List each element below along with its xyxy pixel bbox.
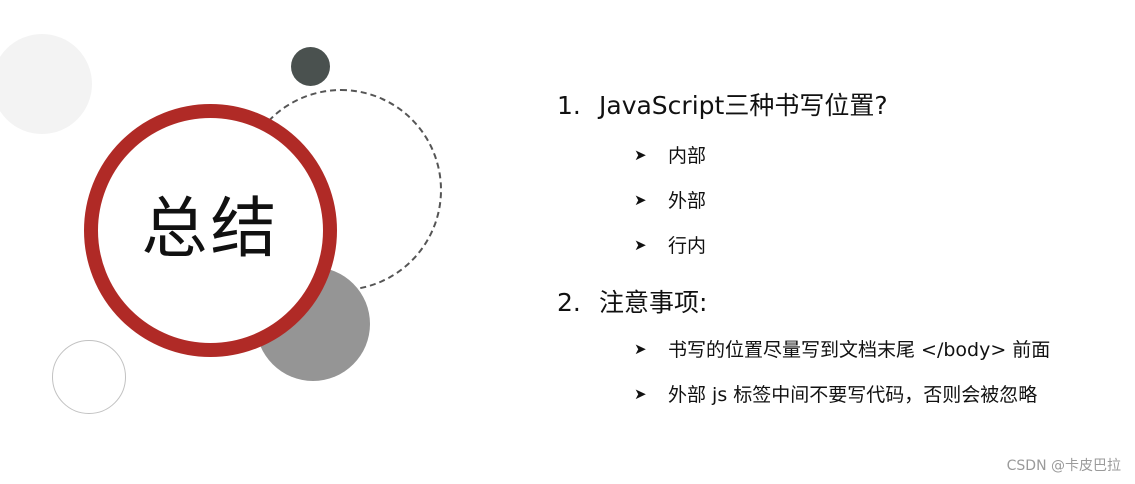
list-item-text: 书写的位置尽量写到文档末尾 </body> 前面 <box>668 339 1051 361</box>
list-item-text: 外部 <box>668 190 707 212</box>
section-heading-text: 注意事项: <box>599 288 708 317</box>
list-item: ➤ 内部 <box>634 141 706 168</box>
section-number: 2. <box>557 288 581 317</box>
list-item: ➤ 书写的位置尽量写到文档末尾 </body> 前面 <box>634 335 1050 362</box>
dark-dot-decoration <box>291 47 330 86</box>
list-item: ➤ 外部 js 标签中间不要写代码，否则会被忽略 <box>634 380 1037 407</box>
slide-title: 总结 <box>141 189 280 267</box>
arrowhead-bullet-icon: ➤ <box>634 145 647 164</box>
arrowhead-bullet-icon: ➤ <box>634 235 647 254</box>
arrowhead-bullet-icon: ➤ <box>634 384 647 403</box>
watermark: CSDN @卡皮巴拉 <box>1006 458 1121 474</box>
list-item-text: 外部 js 标签中间不要写代码，否则会被忽略 <box>668 384 1038 406</box>
list-item: ➤ 行内 <box>634 231 706 258</box>
outline-circle-decoration <box>52 340 126 414</box>
list-item-text: 内部 <box>668 145 707 167</box>
arrowhead-bullet-icon: ➤ <box>634 339 647 358</box>
list-item: ➤ 外部 <box>634 186 706 213</box>
section-heading-1: 1. JavaScript三种书写位置? <box>557 86 888 122</box>
section-heading-2: 2. 注意事项: <box>557 283 707 319</box>
list-item-text: 行内 <box>668 235 707 257</box>
section-heading-text: JavaScript三种书写位置? <box>599 91 888 120</box>
light-gray-circle-decoration <box>0 34 92 134</box>
section-number: 1. <box>557 91 581 120</box>
arrowhead-bullet-icon: ➤ <box>634 190 647 209</box>
title-ring: 总结 <box>84 104 337 357</box>
